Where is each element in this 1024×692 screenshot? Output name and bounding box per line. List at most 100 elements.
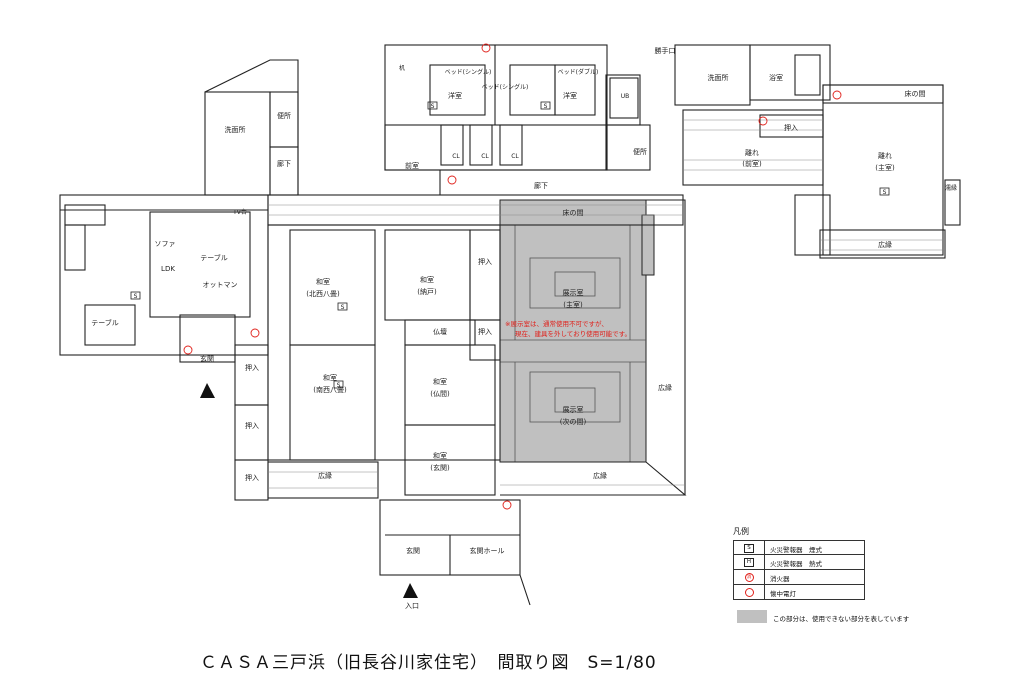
room-label: テーブル <box>91 318 119 327</box>
room-label: 玄関 <box>200 354 214 363</box>
smoke-alarm-icon <box>337 302 348 311</box>
room-label: 廊下 <box>277 159 291 168</box>
room-label: (主室) <box>563 300 583 309</box>
room-label: (納戸) <box>417 287 437 296</box>
svg-text:S: S <box>431 103 435 110</box>
room-label: 廊下 <box>534 181 548 190</box>
legend-text: 火災警報器 煙式 <box>770 546 822 554</box>
room-label: テーブル <box>200 253 228 262</box>
room-label: 広縁 <box>318 471 332 480</box>
room-label: 入口 <box>405 602 419 610</box>
room-label: (前室) <box>742 159 762 168</box>
room-label: CL <box>511 153 519 160</box>
flashlight-icon <box>832 90 842 100</box>
room-label: LDK <box>161 265 175 273</box>
room-label: 和室 <box>420 275 434 284</box>
svg-text:S: S <box>341 304 345 311</box>
room-label: 前室 <box>405 161 419 170</box>
smoke-alarm-icon <box>427 101 438 110</box>
room-label: 玄関ホール <box>470 546 505 555</box>
room-label: 床の間 <box>905 89 926 98</box>
room-label: 和室 <box>316 277 330 286</box>
smoke-alarm-icon: S <box>744 543 754 553</box>
room-label: TV台 <box>232 208 247 216</box>
page-title: ＣＡＳＡ三戸浜（旧長谷川家住宅） 間取り図 S=1/80 <box>200 653 657 673</box>
room-label: 離れ <box>878 151 892 160</box>
flashlight-icon <box>744 587 754 597</box>
room-label: 濡縁 <box>945 184 957 192</box>
extinguisher-icon <box>447 175 457 185</box>
room-label: 洗面所 <box>708 73 729 82</box>
room-label: 便所 <box>633 147 647 156</box>
unusable-note: この部分は、使用できない部分を表しています <box>773 615 910 623</box>
room-label: 展示室 <box>563 288 584 297</box>
legend-heading: 凡例 <box>733 527 749 536</box>
room-label: 勝手口 <box>655 46 676 55</box>
room-label: (主室) <box>875 163 895 172</box>
exhibition-note: 現在、建具を外しており使用可能です。 <box>515 329 631 338</box>
room-label: 広縁 <box>593 471 607 480</box>
room-label: 広縁 <box>878 240 892 249</box>
exhibition-note: ※展示室は、通常使用不可ですが、 <box>505 319 608 328</box>
legend-row-heat: H 火災警報器 熱式 <box>733 555 865 570</box>
room-label: 押入 <box>478 257 492 266</box>
room-label: 和室 <box>323 373 337 382</box>
extinguisher-icon <box>758 116 768 126</box>
flashlight-icon <box>183 345 193 355</box>
unusable-area <box>499 199 647 463</box>
room-label: 洗面所 <box>225 125 246 134</box>
smoke-alarm-icon <box>130 291 141 300</box>
heat-alarm-icon: H <box>744 557 754 567</box>
room-label: オットマン <box>203 281 238 289</box>
room-label: (次の間) <box>560 417 587 426</box>
room-label: 机 <box>399 64 405 72</box>
room-label: (北西八畳) <box>306 290 340 298</box>
room-label: 展示室 <box>563 405 584 414</box>
room-label: ソファ <box>155 240 176 248</box>
room-label: 便所 <box>277 111 291 120</box>
room-label: 玄関 <box>406 546 420 555</box>
room-label: ベッド(シングル) <box>445 68 492 76</box>
flashlight-icon <box>481 43 491 53</box>
legend-text: 懐中電灯 <box>770 590 796 598</box>
room-label: 押入 <box>245 421 259 430</box>
room-label: UB <box>621 93 630 100</box>
room-label: ベッド(シングル) <box>482 83 529 91</box>
room-label: ベッド(ダブル) <box>558 68 599 76</box>
svg-text:S: S <box>134 293 138 300</box>
room-label: 押入 <box>784 123 798 132</box>
extinguisher-icon <box>250 328 260 338</box>
smoke-alarm-icon <box>333 380 344 389</box>
room-label: 浴室 <box>769 73 783 82</box>
unusable-area-strip <box>641 214 655 276</box>
legend-row-flashlight: 懐中電灯 <box>733 585 865 600</box>
svg-text:S: S <box>883 189 887 196</box>
room-label: (南西八畳) <box>313 385 347 394</box>
room-label: (玄関) <box>430 463 450 472</box>
room-label: 広縁 <box>658 383 672 392</box>
room-label: 洋室 <box>448 91 462 100</box>
legend-row-smoke: S 火災警報器 煙式 <box>733 540 865 555</box>
legend-row-extinguisher: 消 消火器 <box>733 570 865 585</box>
svg-text:S: S <box>337 382 341 389</box>
room-label: CL <box>452 153 460 160</box>
unusable-swatch <box>737 610 767 623</box>
entrance-arrow-bottom <box>403 583 418 598</box>
room-label: 押入 <box>478 327 492 336</box>
smoke-alarm-icon <box>540 101 551 110</box>
smoke-alarm-icon <box>879 187 890 196</box>
room-label: 和室 <box>433 451 447 460</box>
room-label: 押入 <box>245 363 259 372</box>
room-label: 和室 <box>433 377 447 386</box>
entrance-arrow-left <box>200 383 215 398</box>
svg-text:S: S <box>544 103 548 110</box>
room-label: 離れ <box>745 148 759 157</box>
legend-text: 消火器 <box>770 575 790 583</box>
extinguisher-icon <box>502 500 512 510</box>
room-label: 仏壇 <box>433 327 447 336</box>
room-label: CL <box>481 153 489 160</box>
room-label: 押入 <box>245 473 259 482</box>
extinguisher-icon: 消 <box>744 572 754 582</box>
